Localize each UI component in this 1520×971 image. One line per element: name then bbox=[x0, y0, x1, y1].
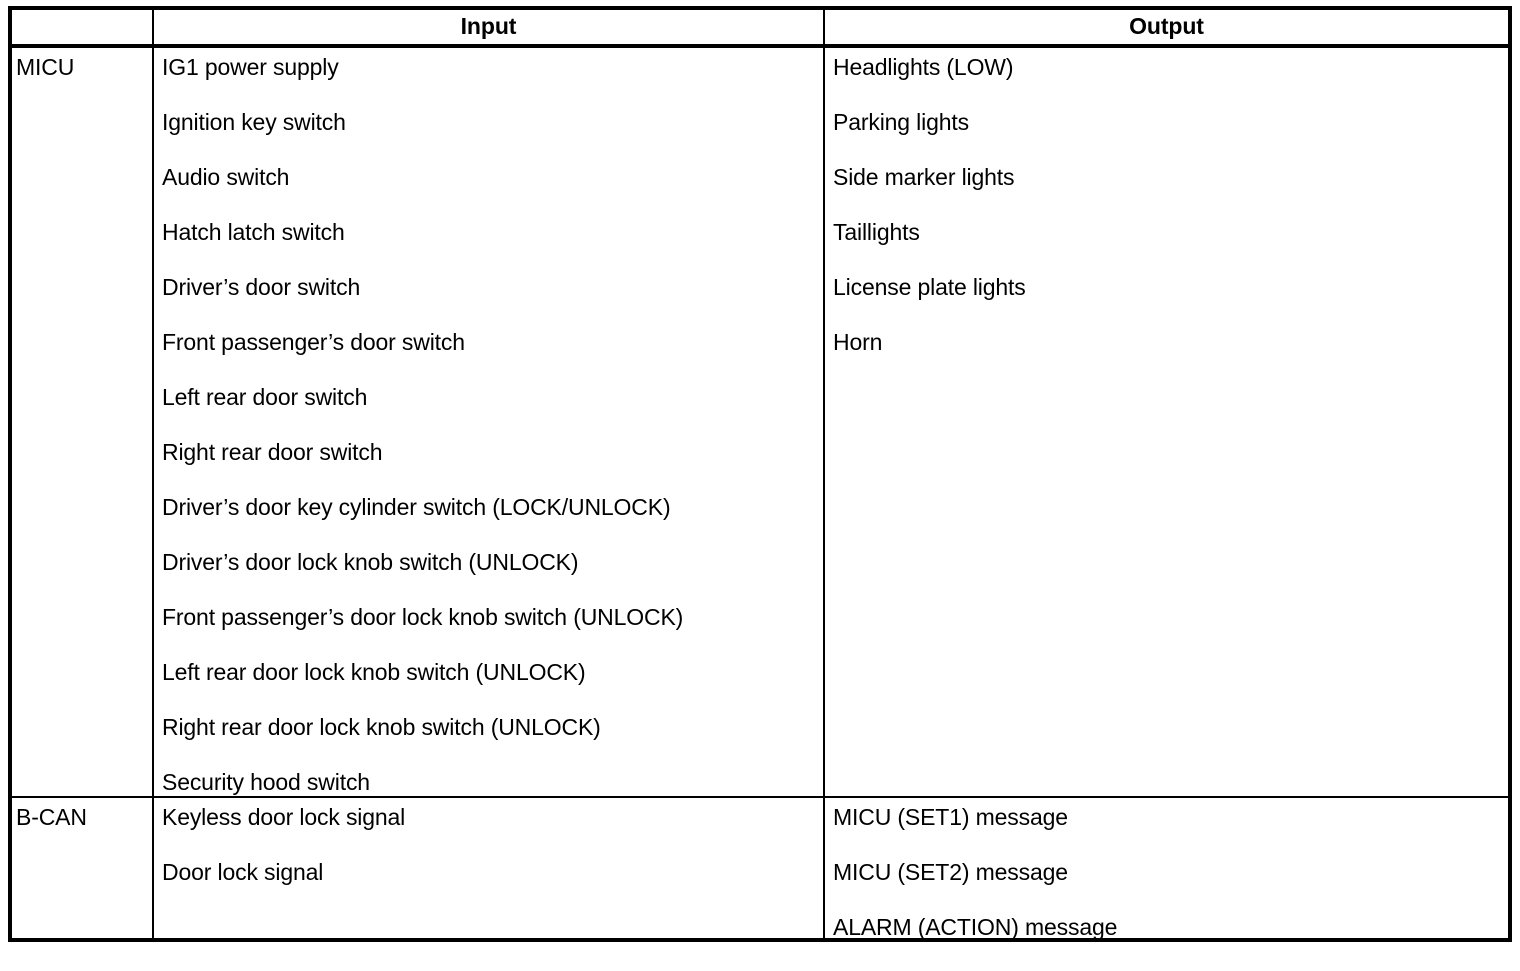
system-label-micu: MICU bbox=[16, 54, 75, 80]
input-item: Audio switch bbox=[162, 164, 290, 190]
input-item: Left rear door lock knob switch (UNLOCK) bbox=[162, 659, 586, 685]
row-system-cell-micu: MICU bbox=[12, 48, 154, 796]
output-item: MICU (SET2) message bbox=[833, 859, 1068, 885]
input-item: Left rear door switch bbox=[162, 384, 368, 410]
output-item: ALARM (ACTION) message bbox=[833, 914, 1118, 940]
header-label-output: Output bbox=[1129, 12, 1204, 39]
row-output-cell-micu: Headlights (LOW) Parking lights Side mar… bbox=[825, 48, 1508, 796]
output-item: MICU (SET1) message bbox=[833, 804, 1068, 830]
input-item: Driver’s door key cylinder switch (LOCK/… bbox=[162, 494, 671, 520]
row-output-cell-bcan: MICU (SET1) message MICU (SET2) message … bbox=[825, 798, 1508, 939]
row-input-cell-bcan: Keyless door lock signal Door lock signa… bbox=[154, 798, 825, 938]
input-item: Security hood switch bbox=[162, 769, 370, 795]
output-item: License plate lights bbox=[833, 274, 1026, 300]
output-item: Horn bbox=[833, 329, 883, 355]
header-cell-system bbox=[12, 10, 154, 44]
output-item: Parking lights bbox=[833, 109, 969, 135]
table-row-bcan: B-CAN Keyless door lock signal Door lock… bbox=[12, 798, 1508, 939]
input-item: Door lock signal bbox=[162, 859, 324, 885]
input-item: Front passenger’s door switch bbox=[162, 329, 465, 355]
output-item: Side marker lights bbox=[833, 164, 1015, 190]
input-item: Right rear door switch bbox=[162, 439, 383, 465]
input-output-table: Input Output MICU IG1 power supply Ignit… bbox=[8, 6, 1512, 942]
table-row-micu: MICU IG1 power supply Ignition key switc… bbox=[12, 48, 1508, 798]
input-item: Keyless door lock signal bbox=[162, 804, 406, 830]
system-label-bcan: B-CAN bbox=[16, 804, 87, 830]
output-item: Taillights bbox=[833, 219, 920, 245]
header-cell-input: Input bbox=[154, 10, 825, 44]
input-item: Right rear door lock knob switch (UNLOCK… bbox=[162, 714, 601, 740]
input-item: Driver’s door switch bbox=[162, 274, 361, 300]
row-system-cell-bcan: B-CAN bbox=[12, 798, 154, 938]
input-item: Front passenger’s door lock knob switch … bbox=[162, 604, 684, 630]
header-label-input: Input bbox=[460, 12, 517, 39]
input-item: IG1 power supply bbox=[162, 54, 339, 80]
input-item: Hatch latch switch bbox=[162, 219, 345, 245]
row-input-cell-micu: IG1 power supply Ignition key switch Aud… bbox=[154, 48, 825, 796]
input-item: Driver’s door lock knob switch (UNLOCK) bbox=[162, 549, 579, 575]
output-item: Headlights (LOW) bbox=[833, 54, 1014, 80]
header-cell-output: Output bbox=[825, 10, 1508, 44]
table-header-row: Input Output bbox=[12, 10, 1508, 48]
input-item: Ignition key switch bbox=[162, 109, 346, 135]
